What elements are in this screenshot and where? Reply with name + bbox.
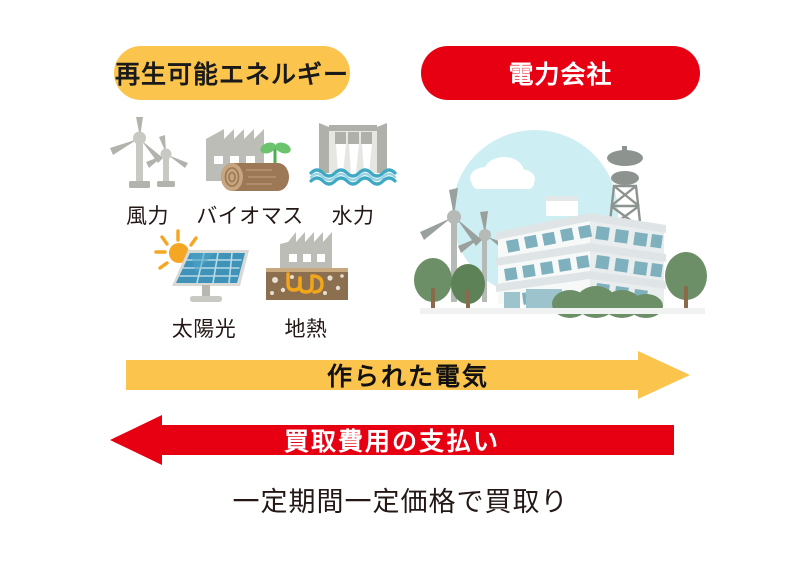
caption-text: 一定期間一定価格で買取り [232, 487, 569, 517]
power-company-building-illustration [400, 128, 725, 324]
supply-flow-label: 作られた電気 [326, 363, 489, 391]
solar-panel-sun-icon [152, 228, 256, 311]
energy-source-wind: 風力 [100, 115, 195, 230]
supply-arrow-shape [126, 351, 690, 399]
renewable-energy-label-pill: 再生可能エネルギー [114, 46, 350, 100]
geothermal-plant-icon [258, 228, 354, 311]
payment-flow-arrow: 買取費用の支払い [110, 415, 674, 465]
supply-flow-arrow: 作られた電気 [126, 351, 690, 399]
energy-source-label: 風力 [126, 205, 169, 228]
power-company-label-pill: 電力会社 [421, 46, 700, 100]
energy-source-biomass: バイオマス [196, 115, 304, 230]
energy-source-label: 地熱 [284, 318, 328, 341]
hydro-dam-icon [307, 115, 399, 198]
energy-source-label: 太陽光 [171, 318, 237, 341]
payment-arrow-shape [110, 415, 674, 465]
energy-source-solar: 太陽光 [152, 228, 256, 343]
energy-source-label: 水力 [331, 205, 375, 228]
ground-line [420, 308, 705, 314]
energy-source-label: バイオマス [196, 205, 304, 228]
wind-turbine-icon [100, 115, 195, 198]
cloud-icon [470, 157, 535, 189]
energy-source-hydro: 水力 [307, 115, 399, 230]
payment-flow-label: 買取費用の支払い [283, 428, 500, 456]
energy-source-geothermal: 地熱 [258, 228, 354, 343]
biomass-factory-log-icon [196, 115, 304, 198]
